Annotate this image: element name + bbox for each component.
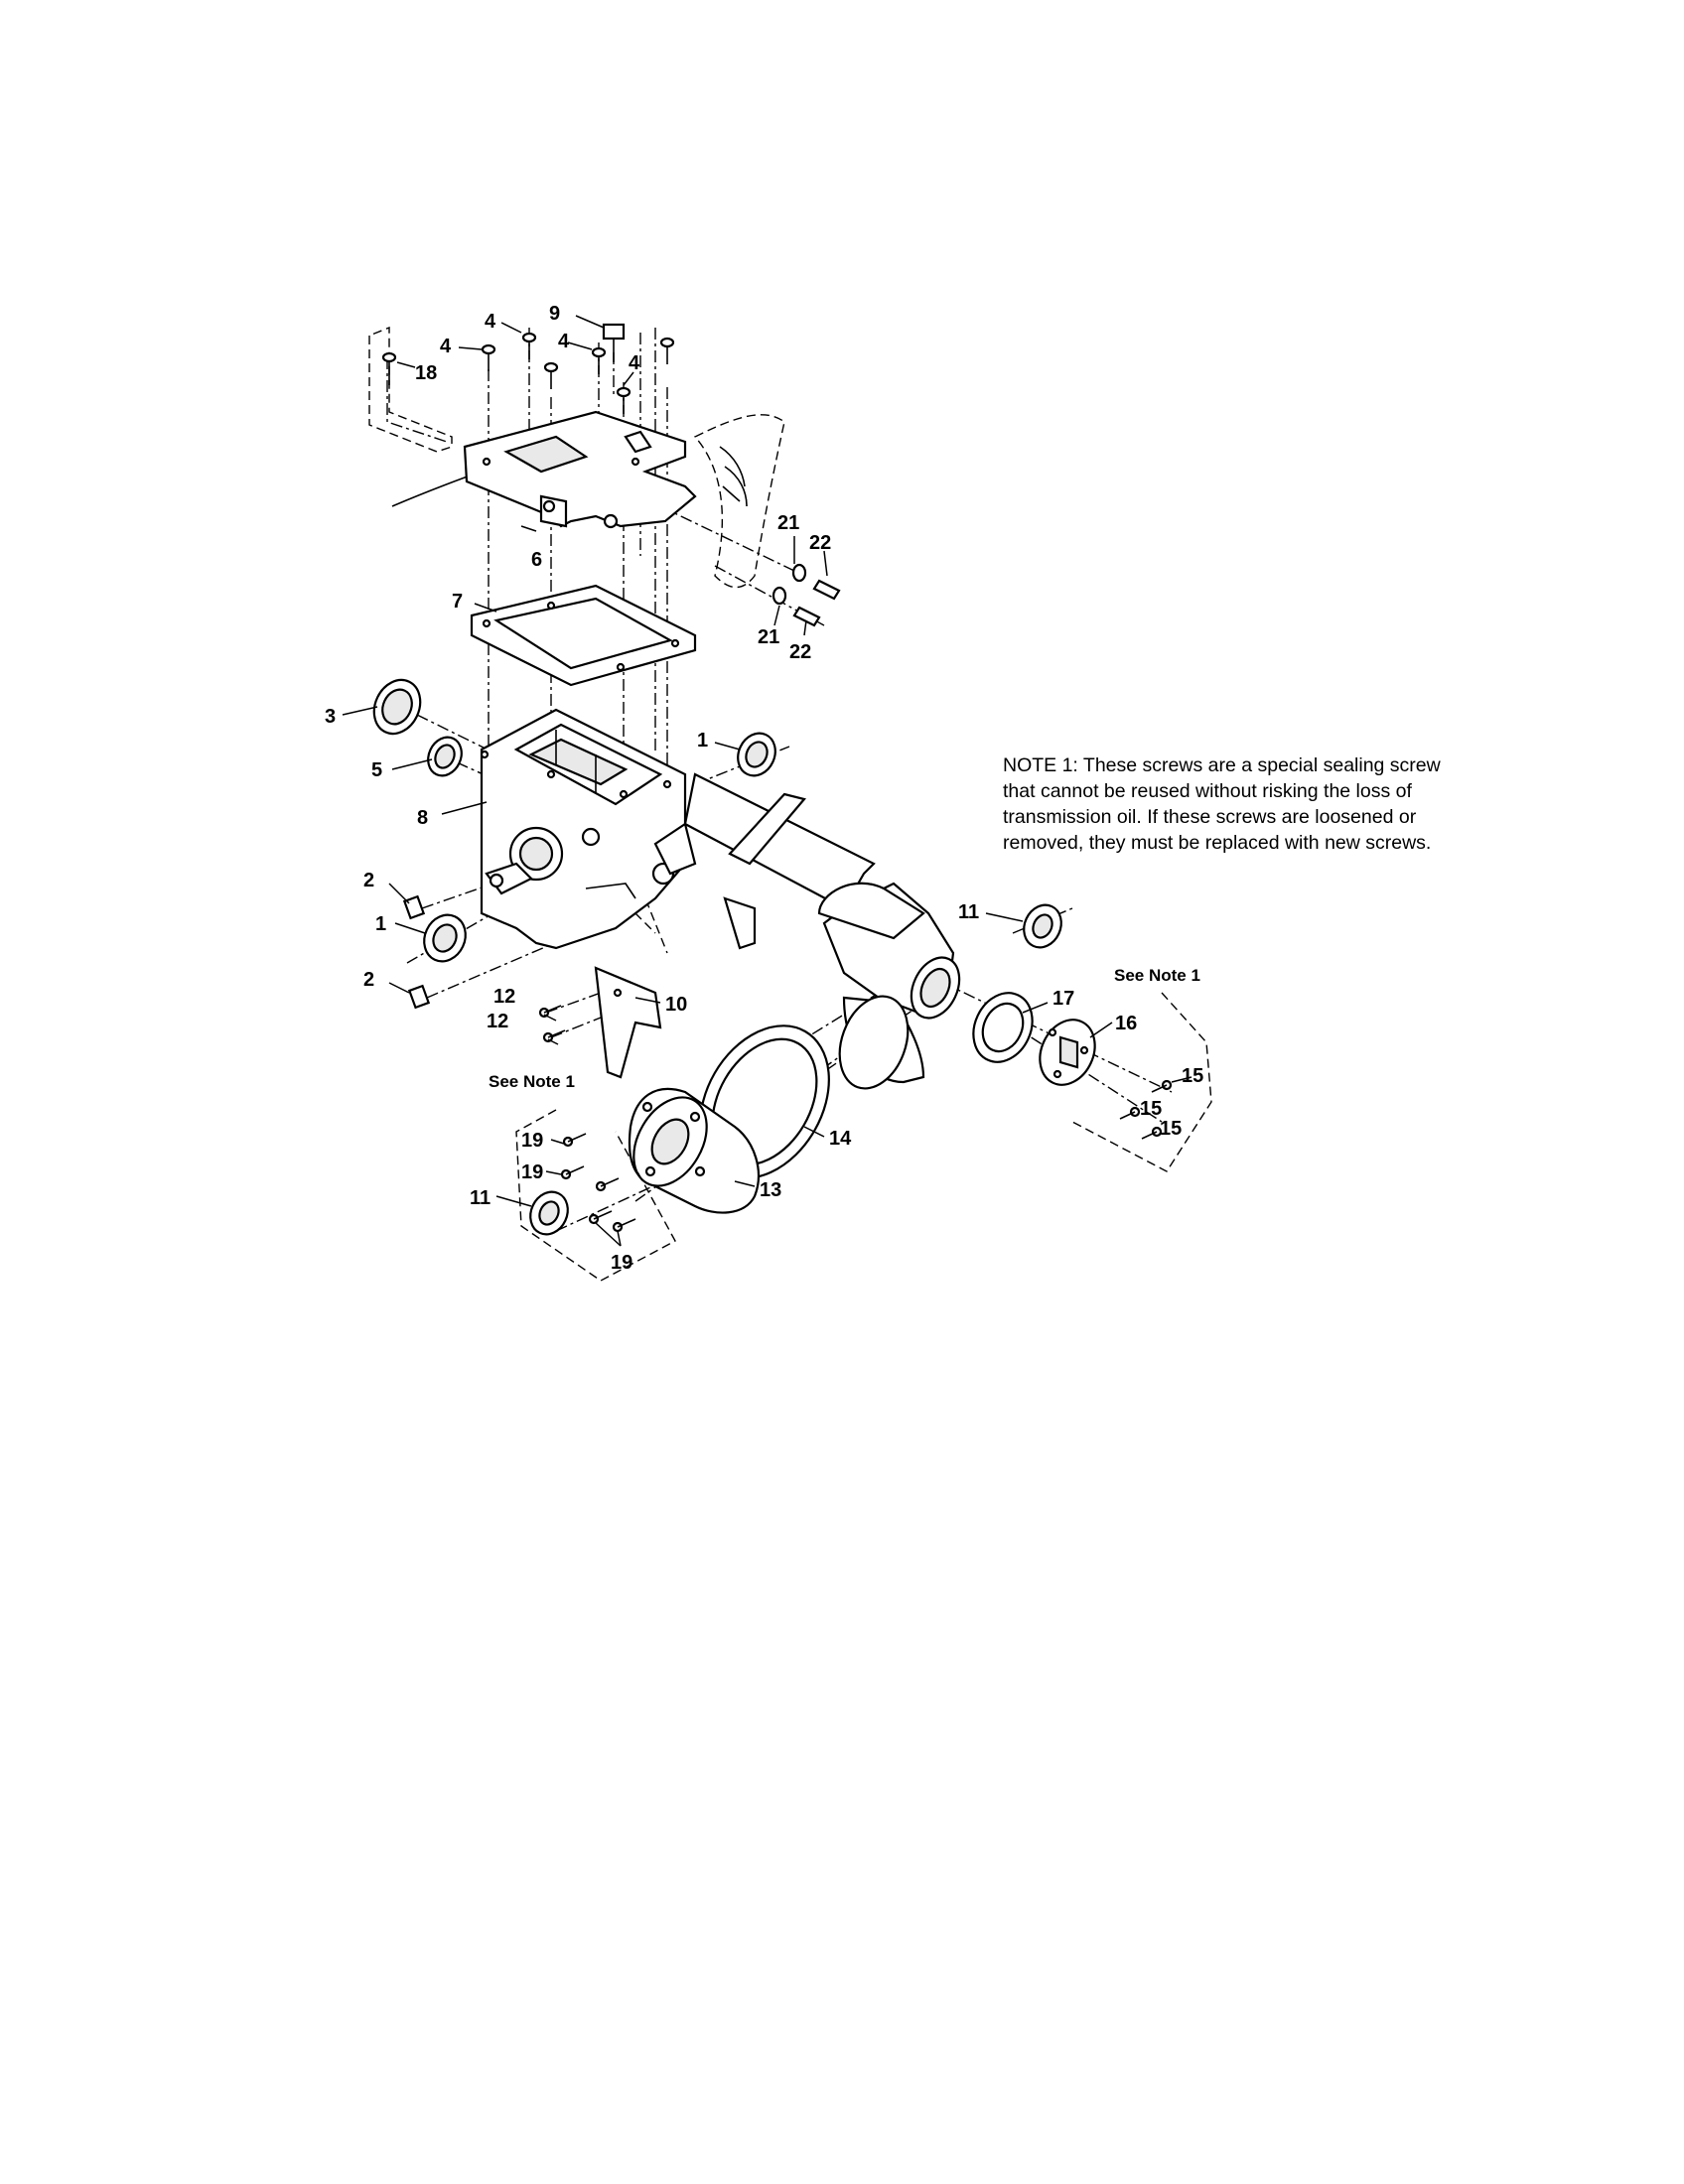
callout-12-b: 12 (487, 1011, 508, 1032)
callout-labels: 4 4 9 4 4 18 6 21 22 21 22 7 3 5 8 1 2 1… (325, 303, 1203, 1274)
callout-11-a: 11 (958, 901, 979, 923)
callout-1-b: 1 (375, 913, 386, 935)
cover-16 (1039, 1019, 1096, 1086)
callout-19-a: 19 (521, 1130, 543, 1152)
callout-4-a: 4 (485, 311, 496, 333)
see-note-1-right: See Note 1 (1114, 966, 1200, 985)
callout-19-c: 19 (611, 1252, 632, 1274)
callout-18: 18 (415, 362, 437, 384)
seal-11-left (529, 1190, 569, 1236)
shield-outline (693, 414, 785, 589)
callout-12-a: 12 (493, 986, 515, 1008)
callout-19-b: 19 (521, 1161, 543, 1183)
callout-22-a: 22 (809, 532, 831, 554)
seal-1-left (423, 913, 467, 963)
see-note-boundaries (515, 992, 1212, 1282)
callout-15-a: 15 (1182, 1065, 1203, 1087)
callout-1-a: 1 (697, 730, 708, 751)
callout-6: 6 (531, 549, 542, 571)
note-1-text: NOTE 1: These screws are a special seali… (1003, 754, 1441, 854)
screws (381, 323, 1173, 1233)
callout-2-b: 2 (363, 969, 374, 991)
bearing-5 (427, 736, 463, 777)
callout-4-c: 4 (558, 331, 570, 352)
callout-13: 13 (760, 1179, 781, 1201)
callout-15-c: 15 (1160, 1118, 1182, 1140)
callout-14: 14 (829, 1128, 852, 1150)
callout-10: 10 (665, 994, 687, 1016)
seal-3 (372, 678, 422, 736)
callout-4-d: 4 (629, 352, 640, 374)
callout-5: 5 (371, 759, 382, 781)
callout-21-b: 21 (758, 626, 779, 648)
callout-leaders (342, 315, 1193, 1247)
see-note-1-left: See Note 1 (489, 1072, 575, 1091)
top-plate-6 (463, 410, 697, 529)
callout-15-b: 15 (1140, 1098, 1162, 1120)
callout-9: 9 (549, 303, 560, 325)
seal-11-right (1023, 903, 1062, 949)
callout-16: 16 (1115, 1013, 1137, 1034)
callout-7: 7 (452, 591, 463, 613)
transmission-housing-8 (480, 708, 961, 1090)
callout-21-a: 21 (777, 512, 799, 534)
callout-3: 3 (325, 706, 336, 728)
callout-8: 8 (417, 807, 428, 829)
bracket-10 (594, 966, 662, 1079)
gasket-17 (972, 992, 1034, 1063)
callout-11-b: 11 (470, 1187, 491, 1209)
callout-17: 17 (1052, 988, 1074, 1010)
callout-4-b: 4 (440, 336, 452, 357)
gasket-7 (470, 584, 697, 687)
cover-13 (628, 1087, 760, 1214)
callout-2-a: 2 (363, 870, 374, 891)
seal-1-right (737, 732, 776, 777)
callout-22-b: 22 (789, 641, 811, 663)
